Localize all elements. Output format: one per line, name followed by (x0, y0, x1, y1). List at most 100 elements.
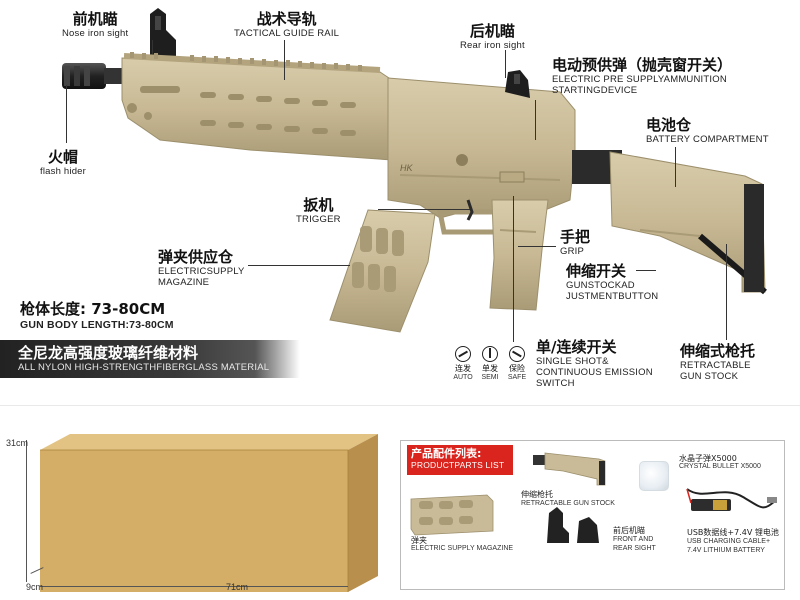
semi-dial-icon (482, 346, 498, 362)
section-divider (0, 405, 800, 406)
fire-mode-safe-en: SAFE (507, 374, 527, 381)
leader-grip (518, 246, 556, 247)
stock-part-image (533, 452, 606, 486)
magazine-part-image (410, 494, 494, 536)
magazine (329, 209, 436, 333)
callout-retract-stock-cn: 伸缩式枪托 (680, 342, 756, 360)
leader-rail (284, 40, 285, 80)
receiver (387, 77, 576, 219)
material-cn: 全尼龙高强度玻璃纤维材料 (18, 344, 199, 362)
part-sights-en1: FRONT AND (613, 536, 654, 543)
callout-rear-sight-cn: 后机瞄 (469, 22, 515, 40)
leader-fire-switch (513, 196, 514, 342)
safe-dial-icon (509, 346, 525, 362)
length-dim-line (40, 586, 348, 587)
callout-rail-en: TACTICAL GUIDE RAIL (234, 28, 340, 39)
fire-mode-semi: 单发 SEMI (479, 346, 501, 382)
callout-rail-cn: 战术导轨 (256, 10, 317, 28)
body-length: 枪体长度: 73-80CM GUN BODY LENGTH:73-80CM (20, 298, 174, 331)
callout-grip-cn: 手把 (560, 228, 591, 246)
front-sight (150, 8, 176, 58)
callout-nose-sight: 前机瞄 Nose iron sight (62, 10, 128, 39)
battery-cable-image (686, 488, 777, 511)
auto-dial-icon (455, 346, 471, 362)
box-height-label: 31cm (6, 438, 29, 448)
packaging-box-figure (0, 420, 400, 600)
callout-fire-switch-en1: SINGLE SHOT& (536, 356, 609, 367)
callout-fire-switch-en3: SWITCH (536, 378, 575, 389)
callout-grip-en: GRIP (560, 246, 585, 257)
body-length-en: GUN BODY LENGTH:73-80CM (20, 319, 174, 331)
callout-fire-switch: 单/连续开关 SINGLE SHOT& CONTINUOUS EMISSION … (536, 338, 653, 389)
callout-stock-button-cn: 伸缩开关 (566, 262, 627, 280)
fire-mode-safe: 保险 SAFE (506, 346, 528, 382)
parts-list-header: 产品配件列表: PRODUCTPARTS LIST (407, 445, 513, 475)
callout-retract-stock: 伸缩式枪托 RETRACTABLE GUN STOCK (680, 342, 755, 382)
sights-part-image (547, 507, 599, 543)
tactical-rail (121, 52, 393, 161)
callout-trigger-en: TRIGGER (296, 214, 341, 225)
callout-fire-switch-cn: 单/连续开关 (536, 338, 617, 356)
part-stock-cn: 伸缩枪托 (521, 490, 553, 499)
callout-grip: 手把 GRIP (560, 228, 590, 257)
callout-retract-stock-en1: RETRACTABLE (680, 360, 751, 371)
callout-rail: 战术导轨 TACTICAL GUIDE RAIL (234, 10, 339, 39)
material-en: ALL NYLON HIGH-STRENGTHFIBERGLASS MATERI… (18, 362, 270, 373)
product-illustration: HK 前机瞄 Nose iron sight 战术导轨 TACTICAL GUI… (40, 8, 769, 389)
fire-mode-auto-cn: 连发 (455, 364, 471, 373)
pistol-grip (489, 199, 549, 311)
box-length-label: 71cm (226, 582, 249, 592)
callout-trigger: 扳机 TRIGGER (296, 196, 341, 225)
callout-stock-button-en2: JUSTMENTBUTTON (566, 291, 659, 302)
flash-hider (62, 63, 126, 89)
callout-battery: 电池仓 BATTERY COMPARTMENT (646, 116, 769, 145)
receiver-marking: HK (400, 163, 413, 173)
part-battery-cn: USB数据线+7.4V 锂电池 (687, 528, 779, 537)
part-bullets-cn: 水晶子弹X5000 (679, 454, 737, 463)
material-banner: 全尼龙高强度玻璃纤维材料 ALL NYLON HIGH-STRENGTHFIBE… (0, 340, 300, 378)
callout-flash-hider: 火帽 flash hider (40, 148, 86, 177)
part-stock-en: RETRACTABLE GUN STOCK (521, 500, 615, 507)
leader-feed (535, 100, 536, 140)
parts-header-en: PRODUCTPARTS LIST (411, 460, 505, 470)
rear-sight (505, 70, 530, 98)
callout-battery-cn: 电池仓 (646, 116, 692, 134)
leader-retract-stock (726, 244, 727, 340)
callout-feed: 电动预供弹（抛壳窗开关） ELECTRIC PRE SUPPLYAMMUNITI… (552, 56, 732, 96)
part-battery-en2: 7.4V LITHIUM BATTERY (687, 547, 765, 554)
callout-feed-en1: ELECTRIC PRE SUPPLYAMMUNITION (552, 74, 727, 85)
height-dim-line (26, 440, 27, 582)
callout-nose-sight-en: Nose iron sight (62, 28, 129, 39)
parts-header-cn: 产品配件列表: (411, 447, 482, 460)
leader-nose-sight (152, 40, 153, 54)
callout-retract-stock-en2: GUN STOCK (680, 371, 739, 382)
fire-mode-semi-cn: 单发 (482, 364, 498, 373)
callout-feed-en2: STARTINGDEVICE (552, 85, 638, 96)
leader-battery (675, 147, 676, 187)
callout-rear-sight: 后机瞄 Rear iron sight (460, 22, 525, 51)
fire-mode-safe-cn: 保险 (509, 364, 525, 373)
part-bullets-en: CRYSTAL BULLET X5000 (679, 463, 761, 470)
fire-mode-auto: 连发 AUTO (452, 346, 474, 382)
callout-flash-hider-en: flash hider (40, 166, 87, 177)
box-depth-label: 9cm (26, 582, 44, 592)
callout-nose-sight-cn: 前机瞄 (72, 10, 118, 28)
callout-battery-en: BATTERY COMPARTMENT (646, 134, 769, 145)
box-illustration (40, 434, 378, 592)
part-magazine-cn: 弹夹 (411, 536, 427, 545)
part-sights-cn: 前后机瞄 (613, 526, 645, 535)
callout-magazine: 弹夹供应仓 ELECTRICSUPPLY MAGAZINE (158, 248, 245, 288)
part-sights-en2: REAR SIGHT (613, 545, 656, 552)
callout-feed-cn: 电动预供弹（抛壳窗开关） (552, 56, 733, 74)
parts-list-panel: 产品配件列表: PRODUCTPARTS LIST 伸缩枪托 RETRACTAB… (400, 440, 785, 590)
leader-stock-button (636, 270, 656, 271)
part-magazine-en: ELECTRIC SUPPLY MAGAZINE (411, 545, 514, 552)
callout-stock-button: 伸缩开关 GUNSTOCKAD JUSTMENTBUTTON (566, 262, 658, 302)
leader-magazine (248, 265, 350, 266)
leader-flash-hider (66, 85, 67, 143)
callout-magazine-en2: MAGAZINE (158, 277, 210, 288)
callout-trigger-cn: 扳机 (303, 196, 334, 214)
fire-mode-semi-en: SEMI (481, 374, 499, 381)
callout-magazine-en1: ELECTRICSUPPLY (158, 266, 245, 277)
leader-rear-sight (505, 50, 506, 78)
